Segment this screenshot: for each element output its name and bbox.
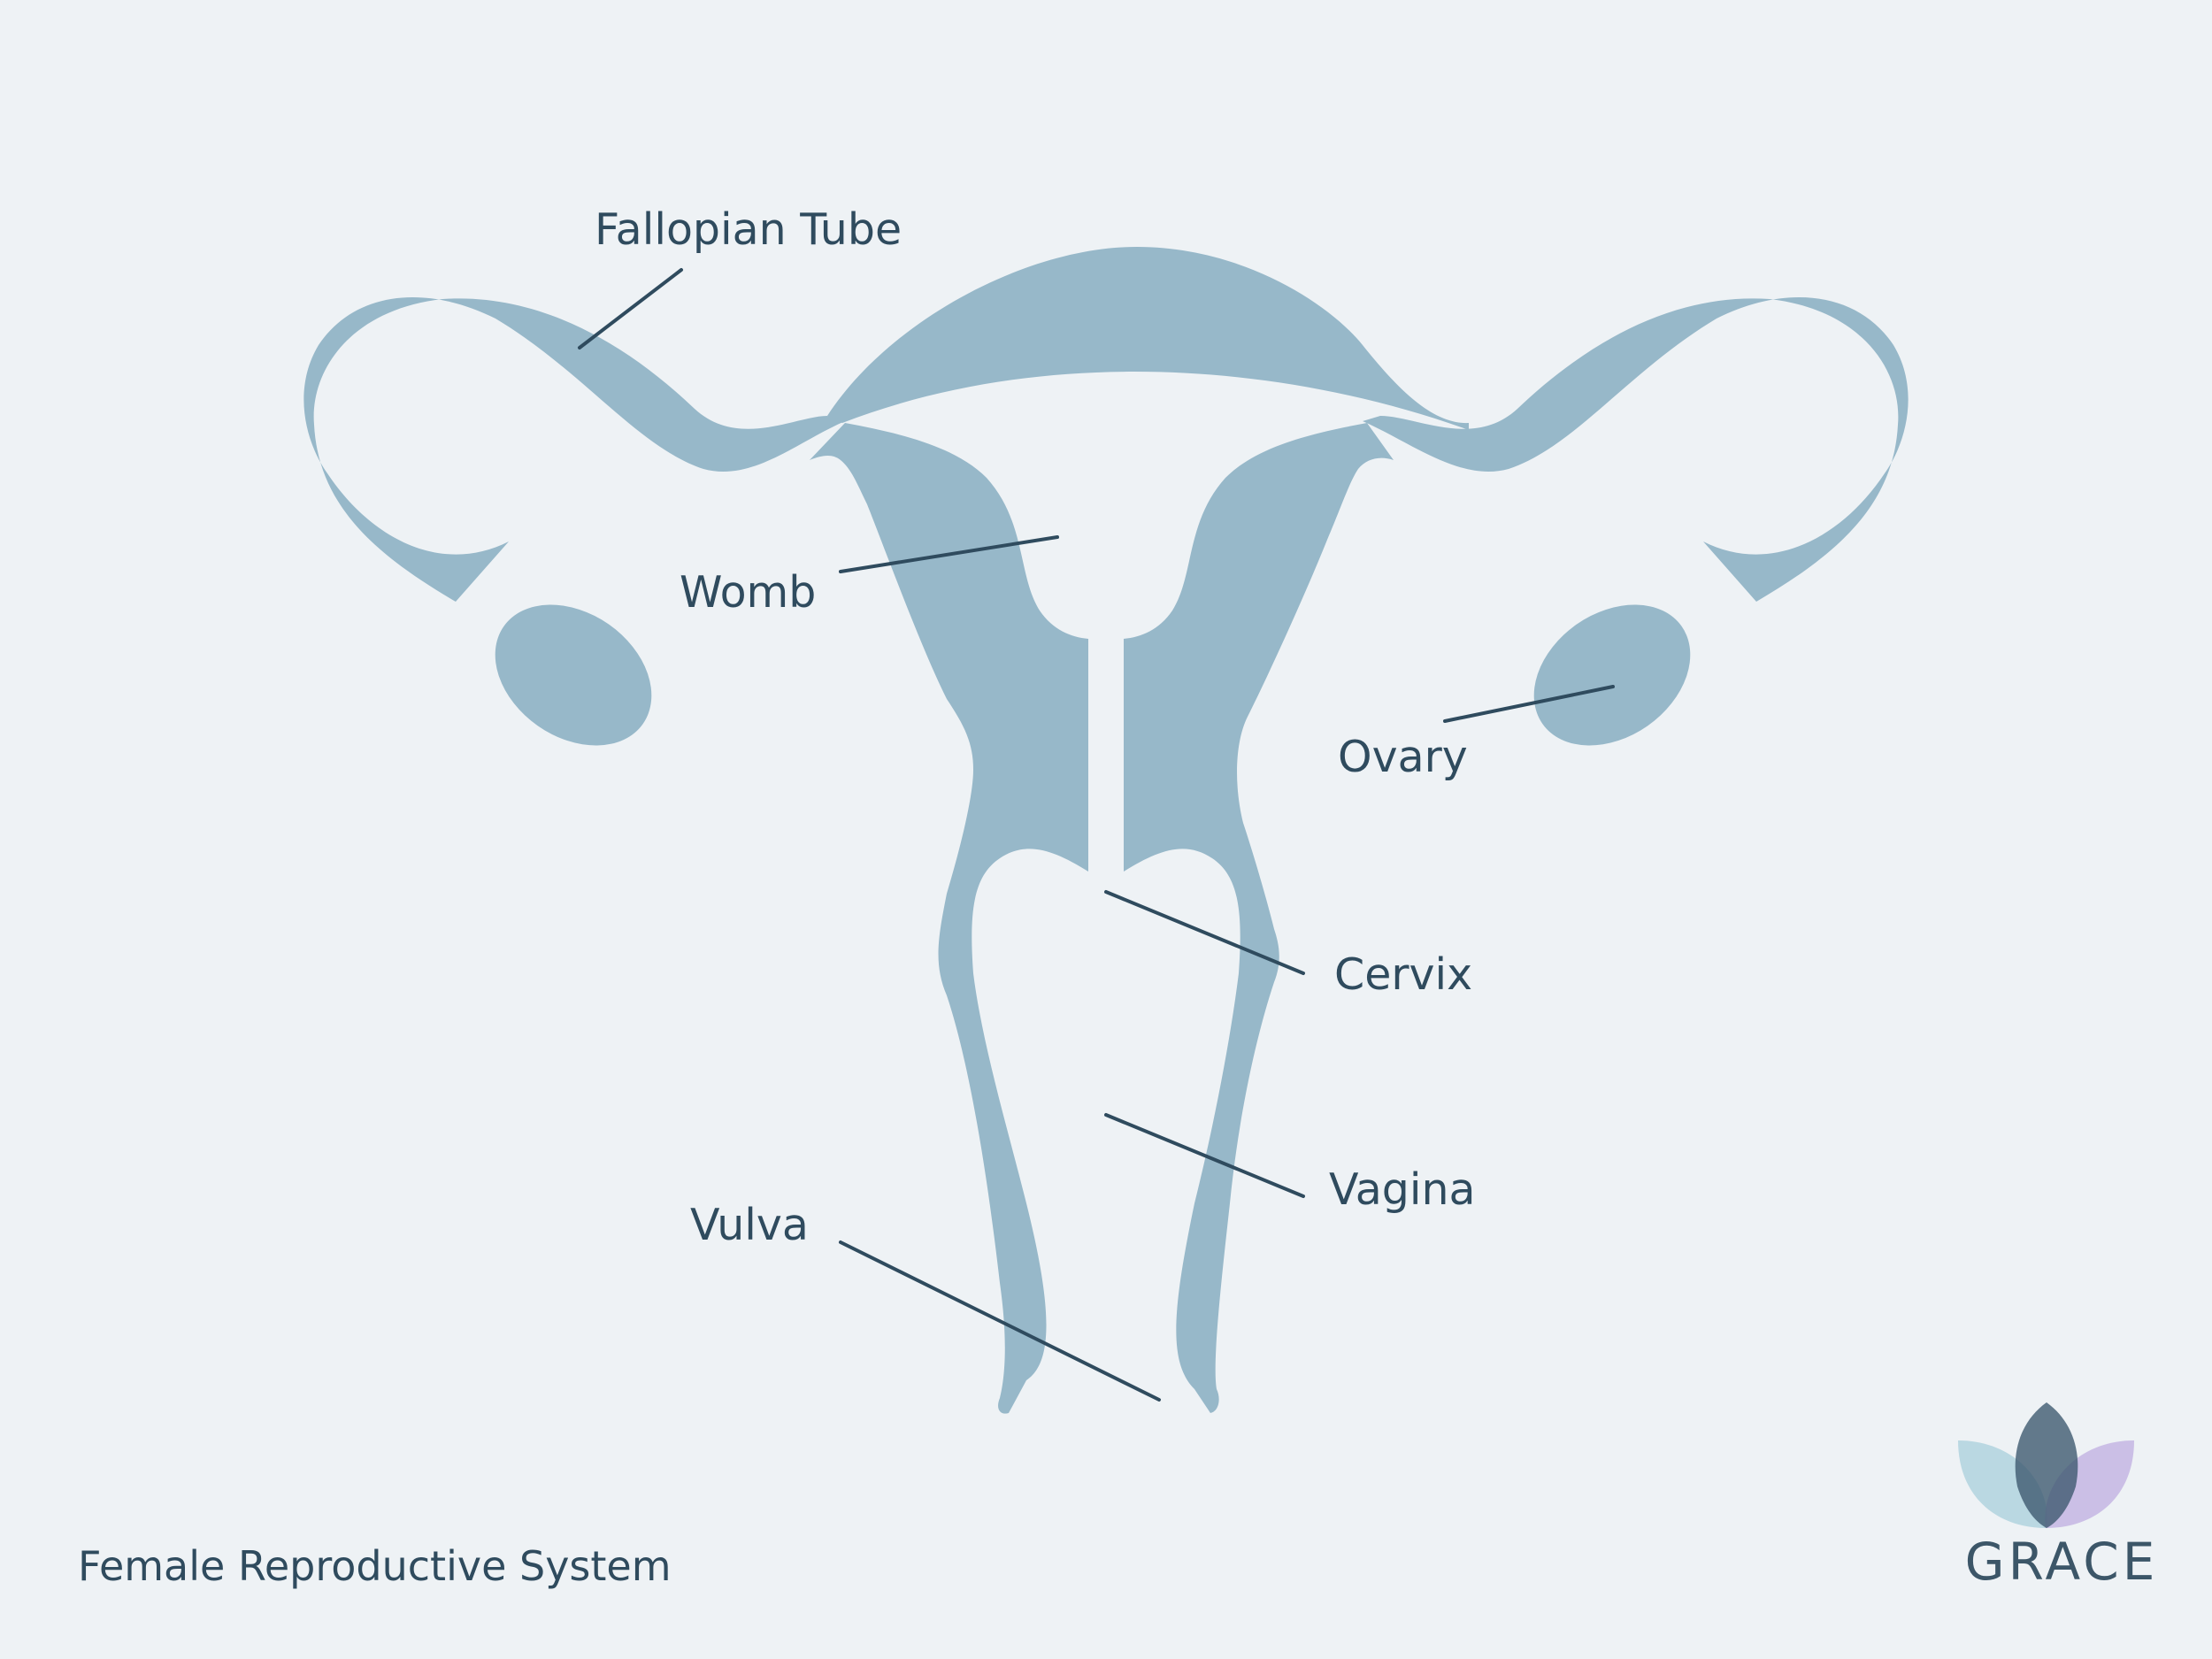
- label-fallopian-tube: Fallopian Tube: [595, 204, 902, 255]
- leader-vulva: [839, 1240, 1161, 1402]
- brand-wordmark: GRACE: [1964, 1532, 2159, 1592]
- logo-petal-left: [1958, 1440, 2047, 1528]
- label-ovary: Ovary: [1338, 732, 1468, 782]
- logo-petal-center: [2015, 1402, 2078, 1528]
- left-uterine-wall: [810, 423, 1088, 1414]
- leader-lines: [578, 268, 1615, 1402]
- organ-shapes: [303, 247, 1909, 1414]
- right-fallopian-tube: [1363, 297, 1909, 602]
- label-cervix: Cervix: [1334, 949, 1473, 1000]
- grace-lotus-icon: [1958, 1402, 2134, 1528]
- womb-fundus: [827, 247, 1469, 430]
- leader-fallopian-tube: [578, 268, 683, 349]
- right-ovary: [1533, 604, 1691, 746]
- label-vulva: Vulva: [690, 1200, 809, 1250]
- left-ovary: [495, 604, 652, 746]
- diagram-caption: Female Reproductive System: [78, 1542, 672, 1590]
- leader-ovary: [1443, 685, 1615, 723]
- right-uterine-wall: [1124, 423, 1394, 1413]
- leader-vagina: [1104, 1113, 1305, 1198]
- label-womb: Womb: [680, 567, 817, 618]
- label-vagina: Vagina: [1329, 1164, 1476, 1215]
- leader-womb: [839, 535, 1059, 573]
- leader-cervix: [1104, 890, 1305, 975]
- left-fallopian-tube: [303, 297, 845, 602]
